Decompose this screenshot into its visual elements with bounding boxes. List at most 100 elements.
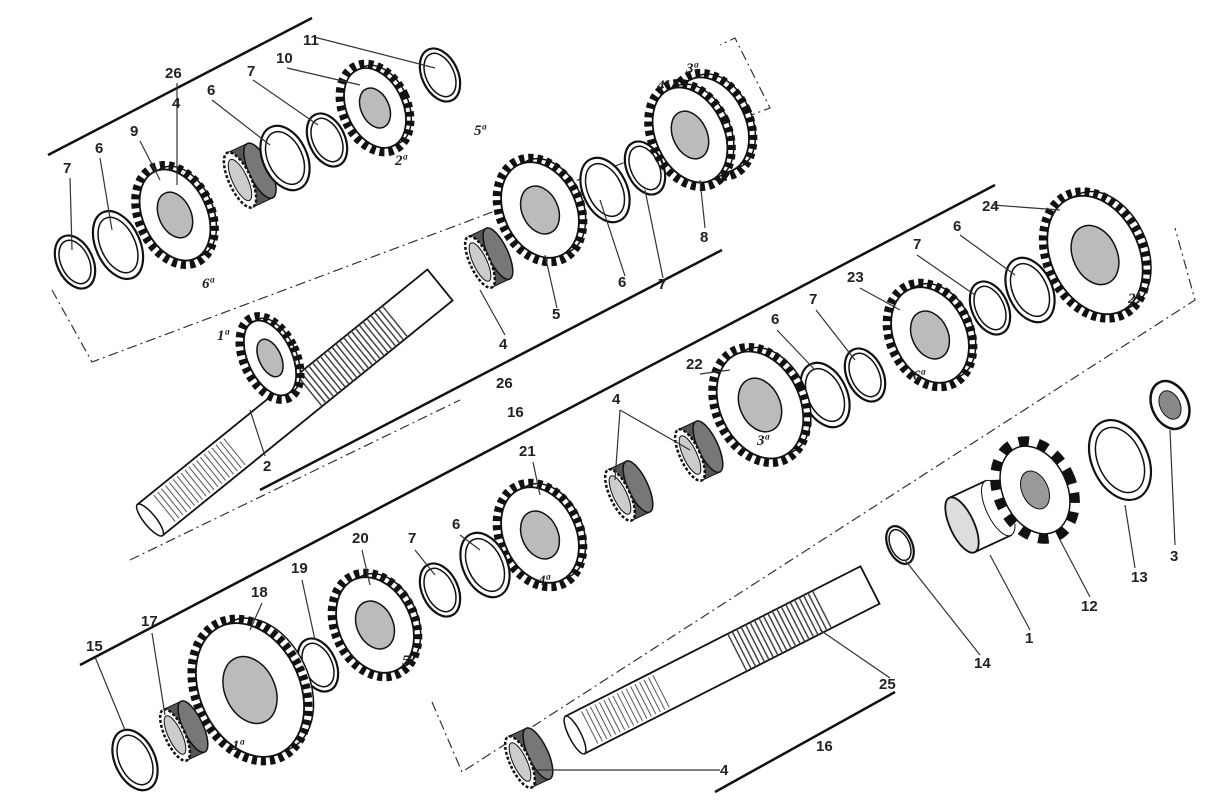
leader-line — [699, 179, 706, 229]
gear-teeth — [708, 343, 812, 467]
gear-ordinal: 2ª — [394, 153, 408, 169]
gear-teeth — [327, 568, 423, 682]
spline-line — [740, 626, 761, 665]
washer-inner — [584, 162, 626, 218]
gear-ordinal: 2ª — [1127, 291, 1141, 307]
spline-line — [172, 478, 196, 507]
spacer — [944, 479, 1016, 554]
bearing-bore — [468, 242, 492, 282]
part-label: 1 — [1025, 630, 1033, 647]
spline-line — [749, 622, 770, 661]
gear-bore — [358, 87, 392, 129]
spline-line — [165, 485, 188, 513]
assembly-outline-bottom — [431, 227, 1196, 773]
leader-line — [904, 559, 981, 656]
needle-bearing — [463, 227, 514, 289]
spline-line — [639, 681, 657, 715]
spline-line — [327, 349, 354, 382]
spline-line — [358, 324, 385, 357]
leader-line — [151, 632, 166, 716]
leader-line — [544, 254, 558, 309]
spline-line — [362, 321, 389, 354]
leader-line — [532, 461, 541, 496]
gear — [644, 68, 758, 192]
spline-line — [153, 494, 176, 522]
part-label: 6 — [207, 82, 215, 99]
part-label: 3 — [1170, 548, 1178, 565]
part-label: 19 — [291, 560, 308, 577]
part-label: 21 — [519, 443, 536, 460]
part-label: 6 — [618, 274, 626, 291]
washer — [91, 209, 145, 281]
nut — [1149, 379, 1191, 431]
spline-line — [647, 677, 666, 710]
spline-line — [168, 482, 192, 510]
spline-line — [621, 690, 639, 724]
washer — [885, 525, 915, 565]
spline-line — [180, 472, 203, 500]
spline-line — [176, 475, 199, 503]
washer-inner — [888, 528, 912, 562]
washer — [1087, 419, 1153, 501]
group-line-16 — [79, 183, 996, 667]
leader-line — [361, 549, 371, 586]
part-label: 7 — [809, 291, 817, 308]
washer-inner — [464, 537, 506, 593]
part-label: 25 — [879, 676, 896, 693]
spline-line — [780, 606, 801, 645]
spline-line — [630, 686, 648, 719]
shaft-end — [563, 715, 587, 755]
part-label: 16 — [816, 738, 833, 755]
part-label: 11 — [303, 32, 319, 49]
washer-inner — [973, 285, 1007, 331]
part-label: 7 — [913, 236, 921, 253]
part-label: 4 — [172, 95, 181, 112]
spline-line — [157, 491, 180, 519]
spline-line — [335, 343, 362, 376]
leader-line — [619, 409, 691, 451]
washer — [53, 234, 97, 290]
leader-line — [614, 409, 621, 481]
spline-line — [307, 365, 335, 398]
part-label: 26 — [496, 375, 513, 392]
gear — [708, 343, 812, 467]
bearing-bore — [608, 475, 632, 515]
spline-line — [319, 355, 346, 388]
gear — [335, 59, 415, 157]
spline-line — [223, 438, 246, 466]
part-label: 4 — [612, 391, 621, 408]
leader-line — [989, 554, 1031, 631]
spline-line — [616, 693, 635, 726]
spline-line — [192, 463, 215, 491]
spline-line — [370, 314, 397, 347]
spline-line — [607, 697, 626, 731]
washer-inner — [1009, 262, 1051, 318]
sprocket-hub — [1019, 470, 1051, 510]
spline-line — [377, 308, 405, 341]
part-label: 6 — [95, 140, 103, 157]
gear-bore — [222, 655, 278, 725]
washer-inner — [264, 130, 306, 186]
leader-line — [211, 99, 271, 146]
gear-bore — [519, 185, 561, 235]
washer-inner — [1094, 426, 1146, 494]
needle-bearing — [158, 700, 209, 762]
leader-line — [99, 157, 113, 231]
washer-inner — [97, 216, 139, 274]
gear-teeth — [882, 278, 978, 392]
washer-inner — [628, 145, 662, 191]
gear-teeth — [335, 59, 415, 157]
bearing-bore — [163, 715, 187, 755]
parts-layer — [53, 47, 1191, 792]
part-label: 12 — [1081, 598, 1098, 615]
leader-line — [916, 254, 976, 296]
leader-line — [815, 309, 856, 361]
leader-line — [69, 177, 73, 251]
part-label: 22 — [686, 356, 703, 373]
bearing-bore — [678, 435, 702, 475]
gear-ordinal: 4ª — [537, 573, 551, 589]
spline-line — [793, 599, 815, 638]
needle-bearing — [503, 727, 554, 789]
